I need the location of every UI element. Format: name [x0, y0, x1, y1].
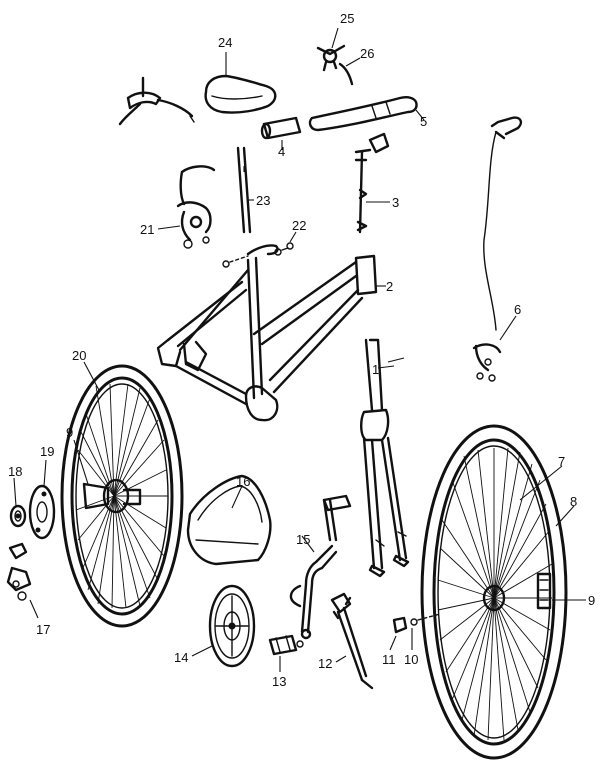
part-number-22: 22: [292, 218, 306, 233]
part-number-21: 21: [140, 222, 154, 237]
part-number-9-front: 9: [588, 593, 595, 608]
part-number-15: 15: [296, 532, 310, 547]
part-number-8: 8: [570, 494, 577, 509]
bicycle-frame: [156, 254, 386, 422]
part-number-14: 14: [174, 650, 188, 665]
part-number-3: 3: [392, 195, 399, 210]
handlebar: [308, 96, 425, 132]
part-number-6: 6: [514, 302, 521, 317]
kickstand: [330, 592, 374, 690]
axle-hardware: [6, 542, 39, 619]
handlebar-grip: [260, 116, 302, 150]
part-number-7: 7: [558, 454, 565, 469]
part-number-4: 4: [278, 144, 285, 159]
bell-assembly: [316, 27, 361, 86]
part-number-25: 25: [340, 11, 354, 26]
seat-clamp-bolt: [222, 231, 297, 268]
freewheel-sprocket: [9, 477, 27, 528]
front-caliper-brake: [157, 165, 216, 249]
front-fork: [360, 338, 410, 578]
part-number-18: 18: [8, 464, 22, 479]
part-number-12: 12: [318, 656, 332, 671]
part-number-16: 16: [236, 474, 250, 489]
part-number-13: 13: [272, 674, 286, 689]
part-number-2: 2: [386, 279, 393, 294]
crank-arm: [289, 494, 352, 640]
part-number-23: 23: [256, 193, 270, 208]
part-number-17: 17: [36, 622, 50, 637]
part-number-19: 19: [40, 444, 54, 459]
part-number-5: 5: [420, 114, 427, 129]
rear-reflector-leader: [73, 439, 89, 485]
chainring: [191, 584, 256, 668]
pedal: [268, 634, 304, 672]
part-number-10: 10: [404, 652, 418, 667]
rear-sprocket-guard: [28, 459, 56, 540]
leader-lines: [243, 166, 405, 363]
part-number-1: 1: [372, 362, 379, 377]
handlebar-stem: [354, 132, 390, 234]
front-axle-nut: [389, 613, 441, 651]
part-number-9-rear: 9: [66, 425, 73, 440]
part-number-20: 20: [72, 348, 86, 363]
rear-brake-lever: [472, 116, 523, 382]
part-number-26: 26: [360, 46, 374, 61]
part-number-11: 11: [382, 652, 396, 667]
saddle: [204, 52, 277, 114]
seat-post: [236, 146, 254, 234]
part-number-24: 24: [218, 35, 232, 50]
front-wheel: [420, 424, 586, 760]
rear-wheel: [60, 361, 184, 628]
brake-lever-left: [118, 76, 195, 126]
chain-guard: [186, 474, 272, 566]
